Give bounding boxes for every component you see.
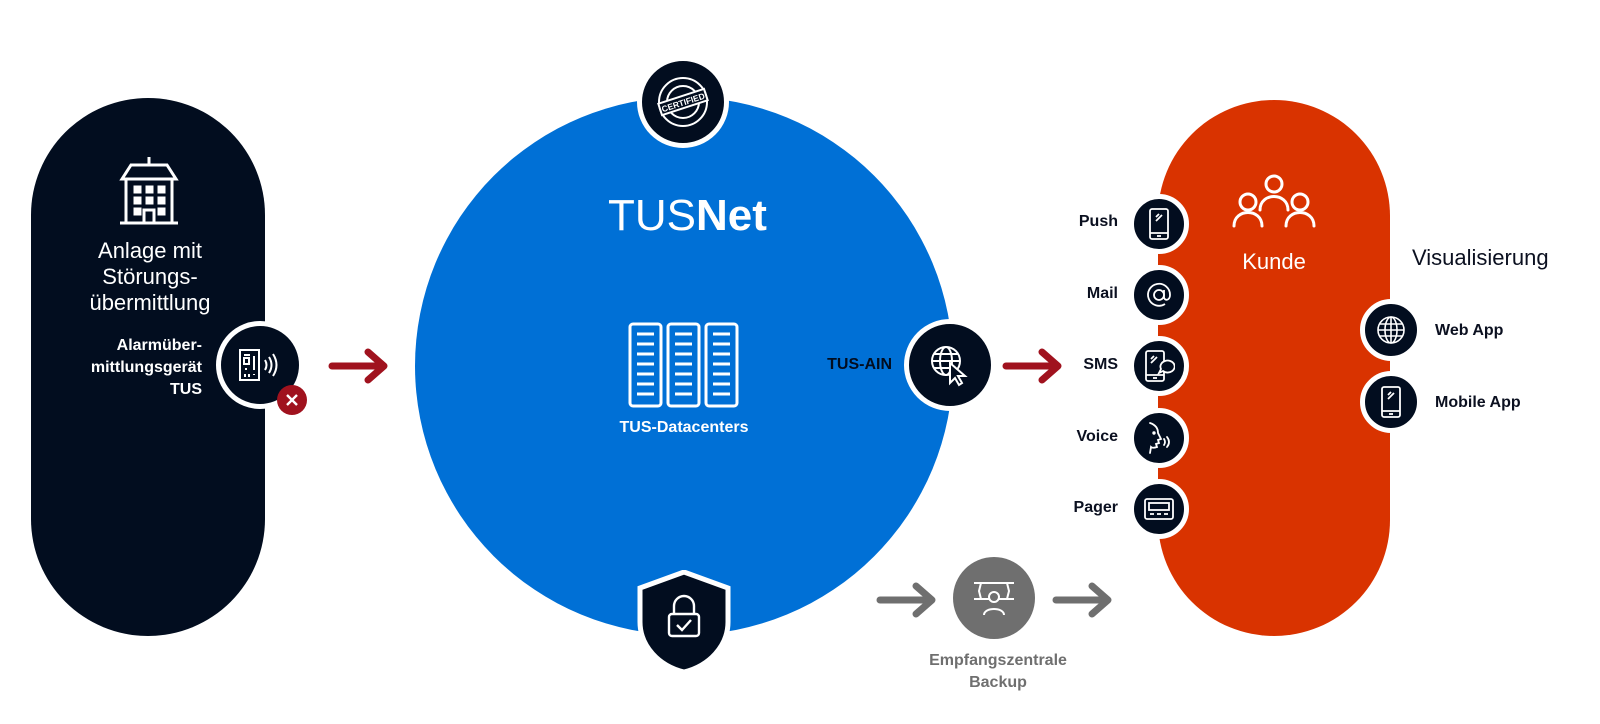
facility-title-line: übermittlung	[89, 290, 211, 315]
certified-stamp-icon: CERTIFIED	[657, 77, 709, 127]
people-group-icon	[1229, 172, 1319, 233]
error-badge	[277, 385, 307, 415]
channel-push-node[interactable]	[1129, 194, 1189, 254]
pager-icon	[1144, 498, 1174, 520]
facility-title-line: Anlage mit	[98, 238, 202, 263]
flow-arrow-to-customer	[1002, 347, 1064, 385]
backup-label: Empfangszentrale Backup	[918, 650, 1078, 694]
tus-ain-label: TUS-AIN	[827, 356, 892, 373]
channel-label-push: Push	[1078, 213, 1118, 230]
flow-arrow-to-tusnet	[328, 347, 390, 385]
channel-voice-node[interactable]	[1129, 408, 1189, 468]
reception-operator-icon	[974, 582, 1014, 616]
facility-title: Anlage mit Störungs- übermittlung	[60, 238, 240, 316]
smartphone-icon	[1149, 208, 1169, 240]
sms-phone-icon	[1145, 350, 1175, 382]
svg-text:CERTIFIED: CERTIFIED	[660, 91, 706, 114]
alarm-device-label-line: Alarmüber-	[116, 337, 202, 354]
channel-mail-node[interactable]	[1129, 265, 1189, 325]
datacenters-label: TUS-Datacenters	[619, 419, 749, 436]
customer-label: Kunde	[1242, 249, 1306, 274]
voice-speaking-icon	[1149, 422, 1170, 454]
visualization-mobile-app-label: Mobile App	[1435, 394, 1521, 411]
alarm-device-label-line: mittlungsgerät	[90, 359, 202, 376]
tusnet-network	[415, 97, 953, 635]
alarm-device-icon	[239, 349, 278, 381]
alarm-device-label-line: TUS	[170, 381, 202, 398]
visualization-title: Visualisierung	[1412, 245, 1549, 270]
flow-arrow-from-backup	[1052, 581, 1114, 619]
smartphone-icon	[1381, 386, 1401, 418]
visualization-web-app-node[interactable]	[1360, 299, 1422, 361]
channel-label-sms: SMS	[1083, 356, 1118, 373]
shield-lock-icon	[637, 569, 731, 675]
channel-label-mail: Mail	[1086, 285, 1118, 302]
tusnet-title: TUSNet	[608, 190, 767, 242]
backup-label-line: Backup	[969, 674, 1027, 691]
channel-label-voice: Voice	[1076, 428, 1119, 445]
facility-title-line: Störungs-	[102, 264, 198, 289]
certified-node: CERTIFIED	[637, 56, 729, 148]
channel-label-pager: Pager	[1073, 499, 1118, 516]
channel-pager-node[interactable]	[1129, 479, 1189, 539]
building-icon	[118, 155, 180, 232]
visualization-mobile-app-node[interactable]	[1360, 371, 1422, 433]
globe-cursor-icon	[931, 346, 968, 387]
tus-ain-node[interactable]	[904, 319, 996, 411]
channel-sms-node[interactable]	[1129, 336, 1189, 396]
flow-arrow-to-backup	[876, 581, 938, 619]
globe-icon	[1377, 316, 1405, 344]
tusnet-title-light: TUS	[608, 191, 696, 240]
alarm-device-label: Alarmüber- mittlungsgerät TUS	[60, 335, 202, 401]
customer-panel	[1158, 100, 1390, 636]
at-sign-icon	[1147, 282, 1171, 307]
error-x-icon	[286, 394, 298, 406]
visualization-web-app-label: Web App	[1435, 322, 1504, 339]
server-racks-icon	[627, 322, 741, 413]
backup-center-node[interactable]	[953, 557, 1035, 639]
backup-label-line: Empfangszentrale	[929, 652, 1067, 669]
tusnet-title-bold: Net	[696, 191, 767, 240]
security-shield	[637, 569, 731, 679]
